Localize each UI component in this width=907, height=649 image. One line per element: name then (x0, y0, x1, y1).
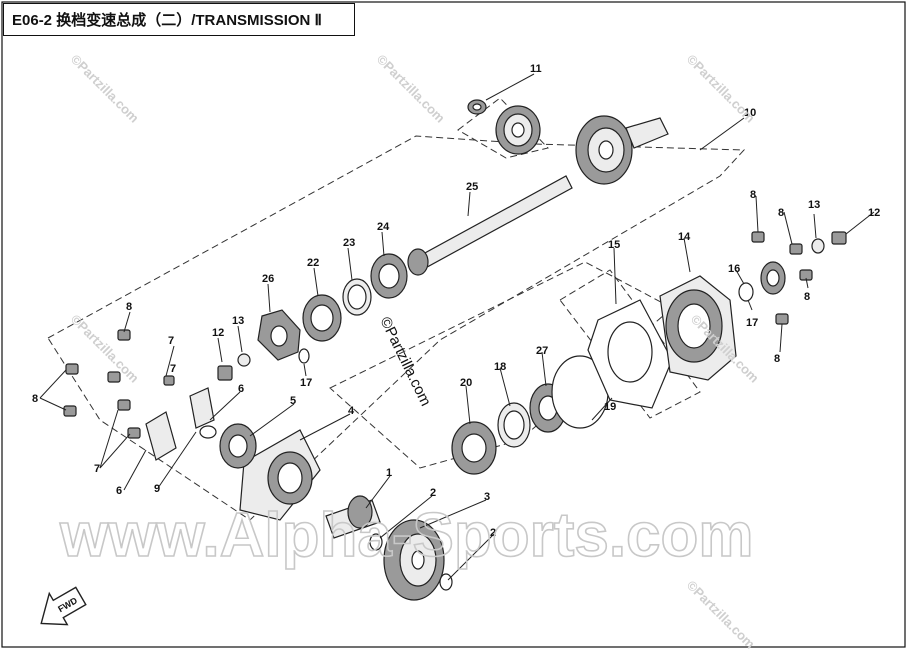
callout-7-mid: 7 (170, 363, 176, 375)
leader-lines (39, 73, 875, 581)
callout-9: 9 (154, 483, 160, 495)
callout-10: 10 (744, 107, 756, 119)
part-26-flange (257, 309, 301, 361)
part-1-output-shaft (325, 495, 381, 539)
assembly-outline-left (47, 135, 746, 521)
callout-8-top-right: 8 (750, 189, 756, 201)
callout-8-right: 8 (778, 207, 784, 219)
callout-8-left: 8 (32, 393, 38, 405)
part-17-oring-right (738, 282, 754, 302)
part-8-bolts-left (63, 329, 175, 439)
callout-6-mid: 6 (238, 383, 244, 395)
part-25-shaft (407, 175, 573, 276)
assembly-outline-right (329, 261, 673, 469)
part-3-gear (383, 519, 445, 601)
callout-7-top: 7 (168, 335, 174, 347)
callout-17-right: 17 (746, 317, 758, 329)
callout-14: 14 (678, 231, 691, 243)
callout-16: 16 (728, 263, 740, 275)
callout-13-right: 13 (808, 199, 820, 211)
watermark-small-3: ©Partzilla.com (684, 52, 758, 126)
callout-3: 3 (484, 491, 490, 503)
callout-2-bottom: 2 (490, 527, 496, 539)
part-17-oring-left (298, 348, 310, 364)
watermark-site: www.Alpha-Sports.com (59, 501, 754, 570)
part-12-13-bolt-right (811, 231, 847, 254)
callout-1: 1 (386, 467, 392, 479)
callout-27: 27 (536, 345, 548, 357)
callout-numbers: 11 10 25 24 23 22 26 13 12 17 8 7 8 7 6 … (32, 63, 880, 539)
callout-4: 4 (348, 405, 355, 417)
callout-11: 11 (530, 63, 542, 75)
callout-18: 18 (494, 361, 506, 373)
callout-26: 26 (262, 273, 274, 285)
part-14-cover (659, 275, 737, 381)
callout-23: 23 (343, 237, 355, 249)
watermark-partzilla: ©Partzilla.com (376, 314, 434, 409)
callout-12-left: 12 (212, 327, 224, 339)
part-20-bearing (451, 421, 497, 475)
part-2-circlip-b (439, 573, 453, 591)
callout-8-bottom-right: 8 (774, 353, 780, 365)
part-12-13-bolt-left (217, 353, 251, 381)
part-23-oil-seal (342, 278, 372, 316)
part-11-nut (467, 99, 487, 115)
watermark-small-1: ©Partzilla.com (68, 52, 142, 126)
callout-17-left: 17 (300, 377, 312, 389)
callout-7-left: 7 (94, 463, 100, 475)
callout-12-right: 12 (868, 207, 880, 219)
part-24-bearing (370, 253, 408, 299)
part-driven-gear (495, 105, 541, 155)
part-8-bolts-right (751, 231, 813, 325)
part-7-brackets (145, 387, 217, 461)
part-2-circlip-a (369, 533, 383, 551)
fwd-arrow-icon: FWD (40, 586, 87, 626)
callout-20: 20 (460, 377, 472, 389)
part-5-bearing (219, 423, 257, 469)
callout-19: 19 (604, 401, 616, 413)
watermark-small-4: ©Partzilla.com (68, 312, 142, 386)
gasket-outline (559, 269, 701, 419)
callout-8-right-low: 8 (804, 291, 810, 303)
callout-2-top: 2 (430, 487, 436, 499)
callout-22: 22 (307, 257, 319, 269)
watermark-small-2: ©Partzilla.com (374, 52, 448, 126)
diagram-title: E06-2 换档变速总成（二）/TRANSMISSION Ⅱ (3, 3, 355, 36)
part-10-bevel-gear (575, 115, 669, 185)
callout-25: 25 (466, 181, 478, 193)
callout-13-left: 13 (232, 315, 244, 327)
watermark-small-6: ©Partzilla.com (684, 578, 758, 649)
part-16-oil-seal (760, 261, 786, 295)
callout-8-top-left: 8 (126, 301, 132, 313)
part-18-seal (497, 402, 531, 448)
callout-15: 15 (608, 239, 620, 251)
callout-24: 24 (377, 221, 390, 233)
part-4-housing (239, 429, 321, 521)
callout-5: 5 (290, 395, 296, 407)
part-22-bearing (302, 294, 342, 342)
callout-6-left: 6 (116, 485, 122, 497)
part-15-gasket (587, 299, 673, 409)
